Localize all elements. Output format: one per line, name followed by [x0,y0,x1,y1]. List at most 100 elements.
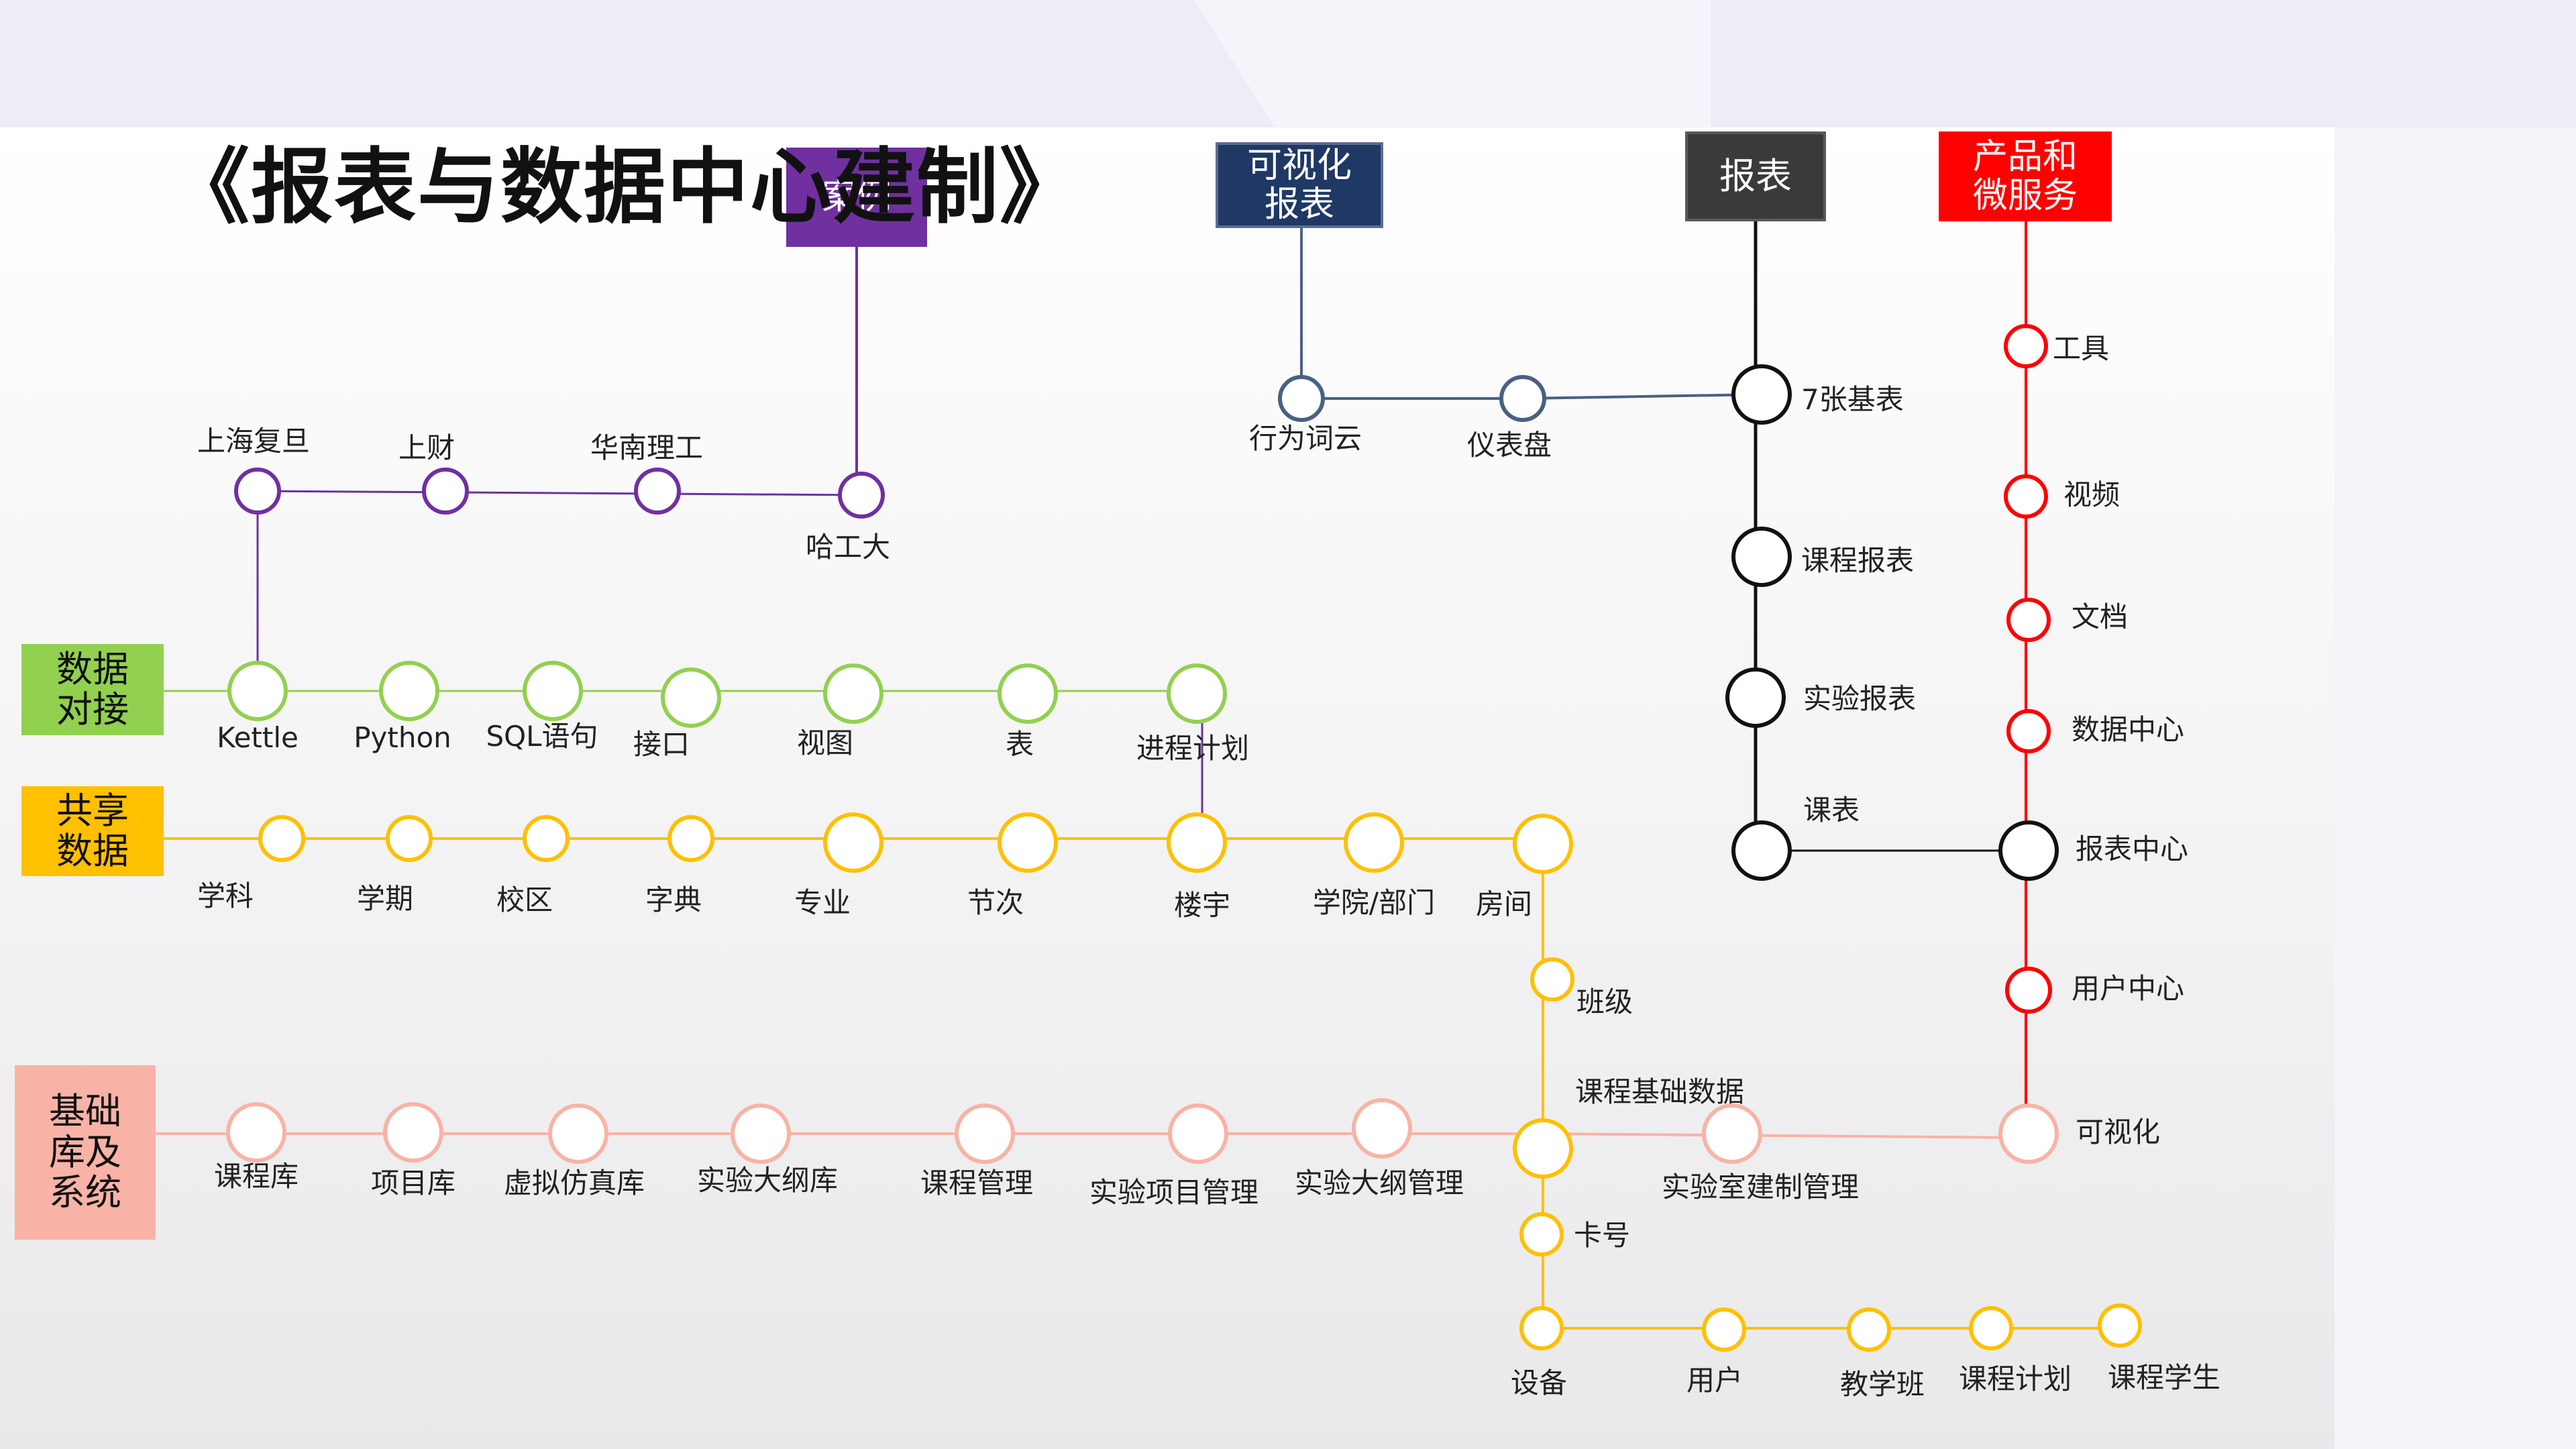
station-yonghu-zhongxin[interactable]: 用户中心 [2005,967,2184,1014]
station-circle[interactable] [838,472,885,519]
station-circle[interactable] [2006,709,2051,753]
station-circle[interactable] [422,468,469,515]
station-xueke[interactable]: 学科 [197,815,305,912]
station-circle[interactable] [1344,812,1404,873]
station-xiangmuku[interactable]: 项目库 [371,1102,455,1199]
station-jieci[interactable]: 节次 [967,812,1058,919]
station-banji[interactable]: 班级 [1530,957,1633,1018]
station-circle[interactable] [731,1104,791,1164]
station-baobiao-zhongxin[interactable]: 报表中心 [1998,820,2188,881]
station-xiaoqu[interactable]: 校区 [496,815,570,916]
station-hagongda[interactable]: 哈工大 [806,472,890,564]
station-zidian[interactable]: 字典 [645,815,714,916]
station-kecheng-jihua[interactable]: 课程计划 [1959,1306,2072,1395]
station-kebiao[interactable]: 课表 [1731,794,1860,881]
station-shitu[interactable]: 视图 [797,663,883,759]
station-xueqi[interactable]: 学期 [357,815,433,915]
station-jincheng-jihua[interactable]: 进程计划 [1136,663,1249,765]
station-circle[interactable] [823,663,883,724]
station-jiekou[interactable]: 接口 [633,667,721,761]
station-shiyan-dagang-guanli[interactable]: 实验大纲管理 [1295,1098,1464,1199]
station-huanan-ligong[interactable]: 华南理工 [590,431,703,515]
station-circle[interactable] [523,815,570,862]
station-wendang[interactable]: 文档 [2006,598,2128,642]
station-kecheng-jichu[interactable]: 课程基础数据 [1513,1075,1744,1179]
station-gongju[interactable]: 工具 [2004,324,2109,368]
station-jibiao7[interactable]: 7张基表 [1731,364,1904,425]
station-circle[interactable] [379,661,439,721]
station-kahao[interactable]: 卡号 [1519,1212,1630,1256]
station-shangcai[interactable]: 上财 [398,431,469,515]
station-shipin[interactable]: 视频 [2004,474,2120,519]
station-circle[interactable] [1725,667,1786,728]
station-circle[interactable] [2005,967,2052,1014]
station-kecheng-baobiao[interactable]: 课程报表 [1731,527,1914,587]
station-shiyan-baobiao[interactable]: 实验报表 [1725,667,1916,728]
station-circle[interactable] [1519,1306,1564,1350]
station-python[interactable]: Python [354,661,451,754]
station-circle[interactable] [548,1104,608,1164]
station-sql[interactable]: SQL语句 [486,661,598,753]
station-xingwei-ciyun[interactable]: 行为词云 [1249,375,1362,455]
station-kecheng-xuesheng[interactable]: 课程学生 [2098,1303,2220,1394]
station-circle[interactable] [955,1104,1015,1164]
station-kecheng-guanli[interactable]: 课程管理 [920,1104,1033,1199]
station-kettle[interactable]: Kettle [217,661,299,754]
station-xueyuan-bumen[interactable]: 学院/部门 [1313,812,1435,919]
station-circle[interactable] [1513,1118,1573,1179]
station-circle[interactable] [1278,375,1325,422]
station-circle[interactable] [998,812,1058,873]
station-circle[interactable] [634,468,681,515]
station-circle[interactable] [1847,1307,1891,1352]
station-circle[interactable] [2004,324,2048,368]
station-circle[interactable] [1530,957,1574,1002]
station-circle[interactable] [667,815,714,862]
station-circle[interactable] [386,815,433,862]
station-circle[interactable] [523,661,583,721]
station-shuju-zhongxin[interactable]: 数据中心 [2006,709,2184,753]
station-biao[interactable]: 表 [998,663,1058,761]
station-shiyan-xiangmu-guanli[interactable]: 实验项目管理 [1089,1104,1258,1209]
station-circle[interactable] [258,815,305,862]
station-circle[interactable] [1499,375,1546,422]
station-shiyanshi-jianzhi[interactable]: 实验室建制管理 [1662,1104,1859,1203]
station-shiyan-dagangku[interactable]: 实验大纲库 [697,1104,838,1197]
station-circle[interactable] [226,1102,286,1163]
station-jiaoxueban[interactable]: 教学班 [1840,1307,1925,1401]
station-circle[interactable] [1702,1307,1746,1352]
station-circle[interactable] [1168,1104,1228,1164]
station-circle[interactable] [1167,663,1227,724]
station-fangjian[interactable]: 房间 [1476,814,1573,920]
station-yonghu[interactable]: 用户 [1686,1307,1746,1397]
station-louyu[interactable]: 楼宇 [1167,812,1230,922]
station-circle[interactable] [383,1102,443,1163]
station-shebei[interactable]: 设备 [1511,1306,1567,1399]
station-circle[interactable] [2004,474,2048,519]
station-circle[interactable] [1731,364,1792,425]
station-circle[interactable] [1167,812,1227,873]
station-circle[interactable] [1352,1098,1412,1159]
station-circle[interactable] [1702,1104,1762,1164]
station-circle[interactable] [1731,527,1792,587]
station-label: 卡号 [1574,1219,1630,1252]
station-circle[interactable] [998,663,1058,724]
station-xuni-fangzhen[interactable]: 虚拟仿真库 [504,1104,645,1199]
station-circle[interactable] [1519,1212,1564,1256]
station-circle[interactable] [823,812,883,873]
station-zhuanye[interactable]: 专业 [794,812,883,919]
station-circle[interactable] [1998,1104,2059,1164]
station-keshihua[interactable]: 可视化 [1998,1104,2160,1164]
station-yibiaopan[interactable]: 仪表盘 [1467,375,1552,462]
station-circle[interactable] [1513,814,1573,874]
station-circle[interactable] [1731,820,1792,881]
station-kechengku[interactable]: 课程库 [214,1102,299,1193]
station-circle[interactable] [234,468,281,515]
station-label: 校区 [496,883,553,916]
station-circle[interactable] [227,661,288,721]
station-shanghai-fudan[interactable]: 上海复旦 [197,425,310,515]
station-circle[interactable] [1998,820,2059,881]
station-circle[interactable] [2006,598,2051,642]
station-circle[interactable] [1969,1306,2013,1350]
station-circle[interactable] [2098,1303,2142,1348]
station-circle[interactable] [661,667,721,728]
